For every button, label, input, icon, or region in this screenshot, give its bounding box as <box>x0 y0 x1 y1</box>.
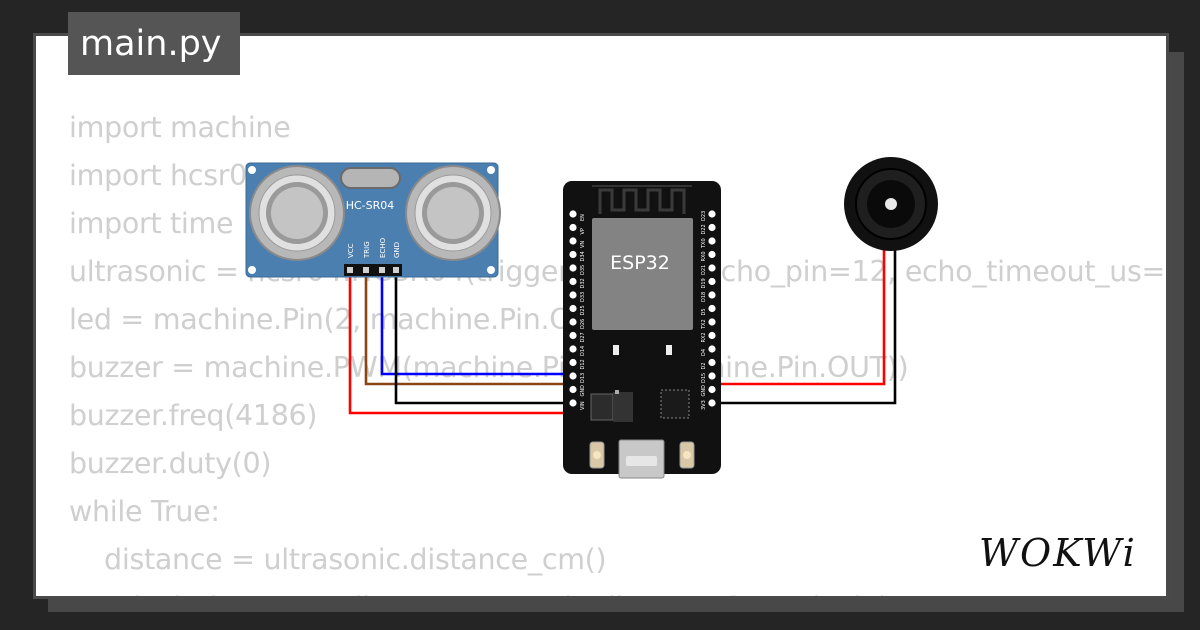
mount-hole <box>487 266 495 274</box>
esp32-pin-hole <box>569 223 577 232</box>
esp32-pin-hole <box>569 291 577 299</box>
esp32-pin-label: D25 <box>580 305 586 315</box>
wire-gnd-black <box>394 276 575 405</box>
mount-hole <box>248 266 256 274</box>
esp32-pin-hole <box>569 210 577 218</box>
esp32-pin-hole <box>708 250 716 259</box>
esp32-pin-label: TX2 <box>701 319 707 330</box>
esp32-pin-hole <box>569 372 577 380</box>
esp32-pin-hole <box>569 358 577 367</box>
esp32-pin-hole <box>708 304 716 313</box>
code-line: buzzer.duty(0) <box>69 447 272 480</box>
esp32-pin-label: D13 <box>580 373 586 383</box>
code-line: import time <box>69 207 234 240</box>
esp32-pin-hole <box>708 372 716 380</box>
esp32-module <box>592 218 693 330</box>
esp32-pin-hole <box>708 237 716 245</box>
esp32-pin-hole <box>708 399 716 407</box>
file-tab[interactable]: main.py <box>68 12 240 75</box>
pin-label-trig: TRIG <box>363 241 371 259</box>
esp32-pin-label: VN <box>580 241 586 248</box>
wire-buzzer-black <box>713 232 897 405</box>
mount-hole <box>248 166 256 174</box>
pin-label-echo: ECHO <box>379 237 387 258</box>
esp32-pin-hole <box>569 237 577 245</box>
esp32-pin-hole <box>708 291 716 299</box>
piezo-buzzer <box>844 157 938 251</box>
esp32-pin-label: D27 <box>580 332 586 342</box>
esp32-pin-hole <box>569 345 577 353</box>
esp32-pin-label: D14 <box>580 346 586 356</box>
esp32-pin-hole <box>708 358 716 367</box>
wire-vcc-red <box>348 276 575 415</box>
esp32-pin-label: D35 <box>580 265 586 275</box>
esp32-pin-hole <box>708 385 716 394</box>
esp32-pin-hole <box>569 304 577 313</box>
esp32-pin-hole <box>708 277 716 286</box>
esp32-pin-label: GND <box>580 385 586 397</box>
pin-label-vcc: VCC <box>347 243 355 258</box>
esp32-pin-label: D32 <box>580 278 586 288</box>
esp32-pin-label: D18 <box>701 292 707 302</box>
esp32-pin-label: RX0 <box>701 251 707 261</box>
esp32-pin-hole <box>708 331 716 340</box>
esp32-pin-hole <box>569 277 577 286</box>
code-line: buzzer.freq(4186) <box>69 399 318 432</box>
esp32-pin-label: D4 <box>701 349 707 356</box>
esp32-pin-label: EN <box>580 214 586 221</box>
esp32-pin-label: D5 <box>701 308 707 315</box>
code-line: print('Distance:', distance, 'cm', '|', … <box>69 584 1166 596</box>
esp32-pin-label: D26 <box>580 319 586 329</box>
esp32-pin-hole <box>569 385 577 394</box>
wires <box>348 232 897 415</box>
mount-hole <box>487 166 495 174</box>
esp32-pin-label: D33 <box>580 292 586 302</box>
regulator <box>590 393 614 421</box>
code-line: distance = ultrasonic.distance_cm() <box>69 543 607 576</box>
esp32-pin-hole <box>569 250 577 259</box>
sensor-label: HC-SR04 <box>346 199 395 212</box>
pin-header <box>344 264 402 276</box>
pin-label-gnd: GND <box>393 242 401 258</box>
wokwi-logo[interactable]: WOKWi <box>975 522 1150 582</box>
hc-sr04-sensor: HC-SR04 VCC TRIG ECHO GND <box>245 162 501 278</box>
esp32-pin-hole <box>708 223 716 232</box>
esp32-pin-label: D21 <box>701 265 707 275</box>
esp32-pin-label: 3V3 <box>701 400 707 410</box>
chip-label: ESP32 <box>610 252 670 274</box>
esp32-pin-hole <box>569 399 577 407</box>
logo-text: WOKWi <box>979 531 1137 575</box>
code-line: while True: <box>69 495 220 528</box>
wire-trig-brown <box>364 276 575 386</box>
esp32-pin-hole <box>569 318 577 326</box>
esp32-pin-label: D12 <box>580 359 586 369</box>
esp32-pin-label: D23 <box>701 211 707 221</box>
esp32-pin-label: TX0 <box>701 238 707 249</box>
code-line: import machine <box>69 111 291 144</box>
esp32-pin-hole <box>708 210 716 218</box>
esp32-pin-hole <box>569 264 577 272</box>
esp32-pin-label: GND <box>701 385 707 397</box>
esp32-pin-hole <box>708 318 716 326</box>
esp32-pin-label: D19 <box>701 278 707 288</box>
wire-buzzer-red <box>713 232 886 386</box>
esp32-pin-label: VP <box>580 228 586 234</box>
esp32-board: ESP32 ENVPVND34D35D32D33D25D26D27D14D12D… <box>563 181 721 479</box>
esp32-pin-label: D22 <box>701 224 707 234</box>
wire-echo-blue <box>380 276 575 376</box>
esp32-pin-hole <box>708 264 716 272</box>
esp32-pin-hole <box>569 331 577 340</box>
esp32-pin-label: D2 <box>701 362 707 369</box>
esp32-pin-label: RX2 <box>701 332 707 342</box>
usb-chip <box>660 389 690 419</box>
esp32-pin-label: VIN <box>580 401 586 410</box>
esp32-pin-label: D34 <box>580 251 586 261</box>
esp32-pin-hole <box>708 345 716 353</box>
esp32-pin-label: D15 <box>701 373 707 383</box>
